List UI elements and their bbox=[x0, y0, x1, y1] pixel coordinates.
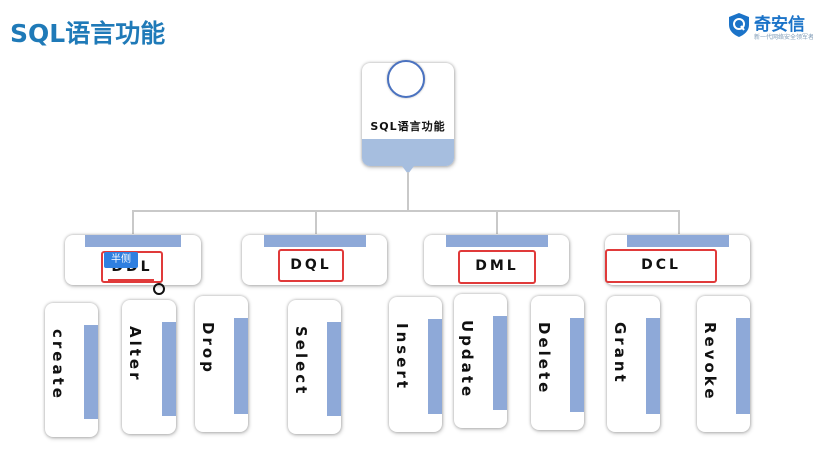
leaf-alter: Alter bbox=[122, 300, 176, 434]
connector-dql bbox=[315, 210, 317, 234]
category-bar bbox=[264, 235, 366, 247]
category-bar bbox=[85, 235, 181, 247]
brand-slogan: 新一代网络安全领军者 bbox=[754, 34, 813, 41]
annotation-underline bbox=[108, 279, 154, 281]
leaf-bar bbox=[162, 322, 176, 416]
leaf-create: create bbox=[45, 303, 98, 437]
leaf-bar bbox=[493, 316, 507, 410]
category-dml: DML bbox=[424, 235, 569, 285]
leaf-label-delete: Delete bbox=[535, 322, 553, 396]
brand-logo: 奇安信 新一代网络安全领军者 bbox=[728, 8, 813, 44]
connector-root-vertical bbox=[407, 172, 409, 211]
root-label: SQL语言功能 bbox=[370, 120, 446, 133]
category-bar bbox=[627, 235, 729, 247]
connector-horizontal bbox=[132, 210, 679, 212]
leaf-label-create: create bbox=[49, 329, 67, 401]
root-pointer bbox=[402, 166, 414, 174]
leaf-bar bbox=[428, 319, 442, 414]
tooltip-badge: 半侧 bbox=[104, 252, 138, 268]
leaf-label-grant: Grant bbox=[611, 322, 629, 385]
leaf-bar bbox=[327, 322, 341, 416]
page-title: SQL语言功能 bbox=[10, 19, 166, 48]
category-label-dql: DQL bbox=[278, 249, 344, 282]
brand-name: 奇安信 bbox=[754, 15, 805, 35]
leaf-bar bbox=[736, 318, 750, 414]
category-dcl: DCL bbox=[605, 235, 750, 285]
category-label-dml: DML bbox=[458, 250, 536, 284]
leaf-label-revoke: Revoke bbox=[701, 322, 719, 402]
root-node: SQL语言功能 bbox=[362, 60, 454, 174]
connector-dcl bbox=[678, 210, 680, 234]
leaf-label-select: Select bbox=[292, 326, 310, 397]
category-dql: DQL bbox=[242, 235, 387, 285]
leaf-select: Select bbox=[288, 300, 341, 434]
connector-ddl bbox=[132, 210, 134, 234]
leaf-label-insert: Insert bbox=[393, 323, 411, 391]
leaf-label-alter: Alter bbox=[126, 326, 144, 383]
shield-icon bbox=[729, 13, 749, 37]
connector-dml bbox=[496, 210, 498, 234]
leaf-bar bbox=[234, 318, 248, 414]
leaf-bar bbox=[646, 318, 660, 414]
leaf-bar bbox=[570, 318, 584, 412]
cursor-icon bbox=[153, 283, 165, 295]
category-bar bbox=[446, 235, 548, 247]
category-ddl: DDL bbox=[65, 235, 201, 285]
leaf-delete: Delete bbox=[531, 296, 584, 430]
leaf-drop: Drop bbox=[195, 296, 248, 432]
leaf-insert: Insert bbox=[389, 297, 442, 432]
leaf-label-update: Update bbox=[458, 320, 476, 400]
category-label-dcl: DCL bbox=[605, 249, 717, 283]
leaf-label-drop: Drop bbox=[199, 322, 217, 375]
leaf-bar bbox=[84, 325, 98, 419]
leaf-grant: Grant bbox=[607, 296, 660, 432]
root-band bbox=[362, 139, 454, 166]
leaf-revoke: Revoke bbox=[697, 296, 750, 432]
root-circle-icon bbox=[387, 60, 425, 98]
leaf-update: Update bbox=[454, 294, 507, 428]
